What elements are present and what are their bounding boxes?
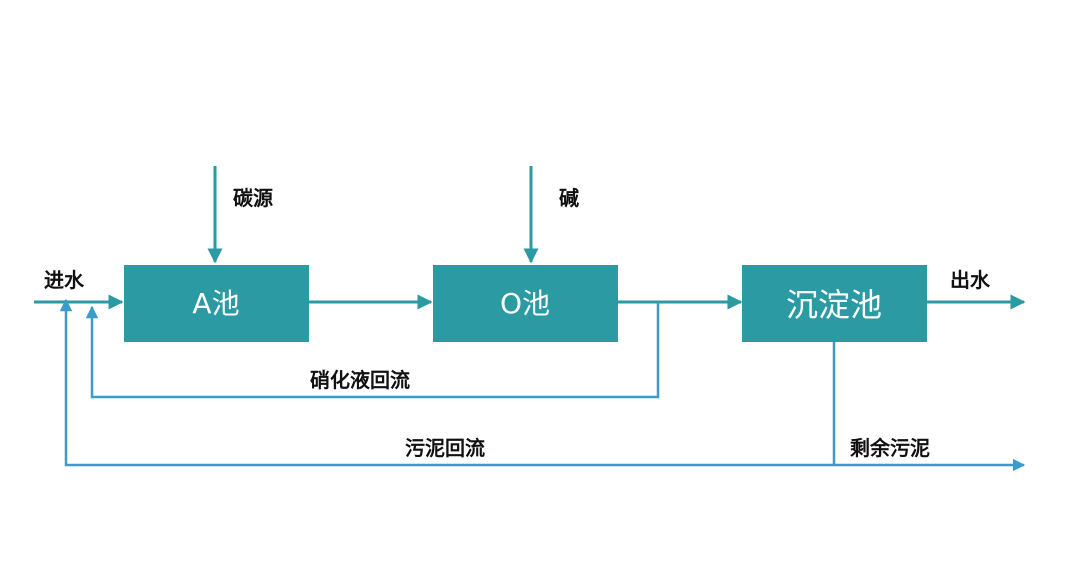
a-tank-label: A池	[192, 287, 239, 320]
settling-tank-label: 沉淀池	[786, 286, 882, 324]
nitrate-recycle-line	[85, 302, 660, 399]
sludge-return-label: 污泥回流	[405, 436, 485, 460]
o-tank-label: O池	[500, 287, 550, 320]
excess-sludge-label: 剩余污泥	[850, 436, 930, 460]
influent-label: 进水	[44, 268, 85, 292]
a-tank-box	[124, 265, 309, 342]
nitrate-recycle-label: 硝化液回流	[310, 368, 410, 392]
settling-tank-box	[742, 265, 927, 342]
o-tank-box	[433, 265, 618, 342]
alkali-label: 碱	[559, 186, 579, 210]
sludge-return-line	[59, 298, 836, 467]
carbon-source-label: 碳源	[233, 186, 273, 210]
effluent-label: 出水	[950, 268, 991, 292]
